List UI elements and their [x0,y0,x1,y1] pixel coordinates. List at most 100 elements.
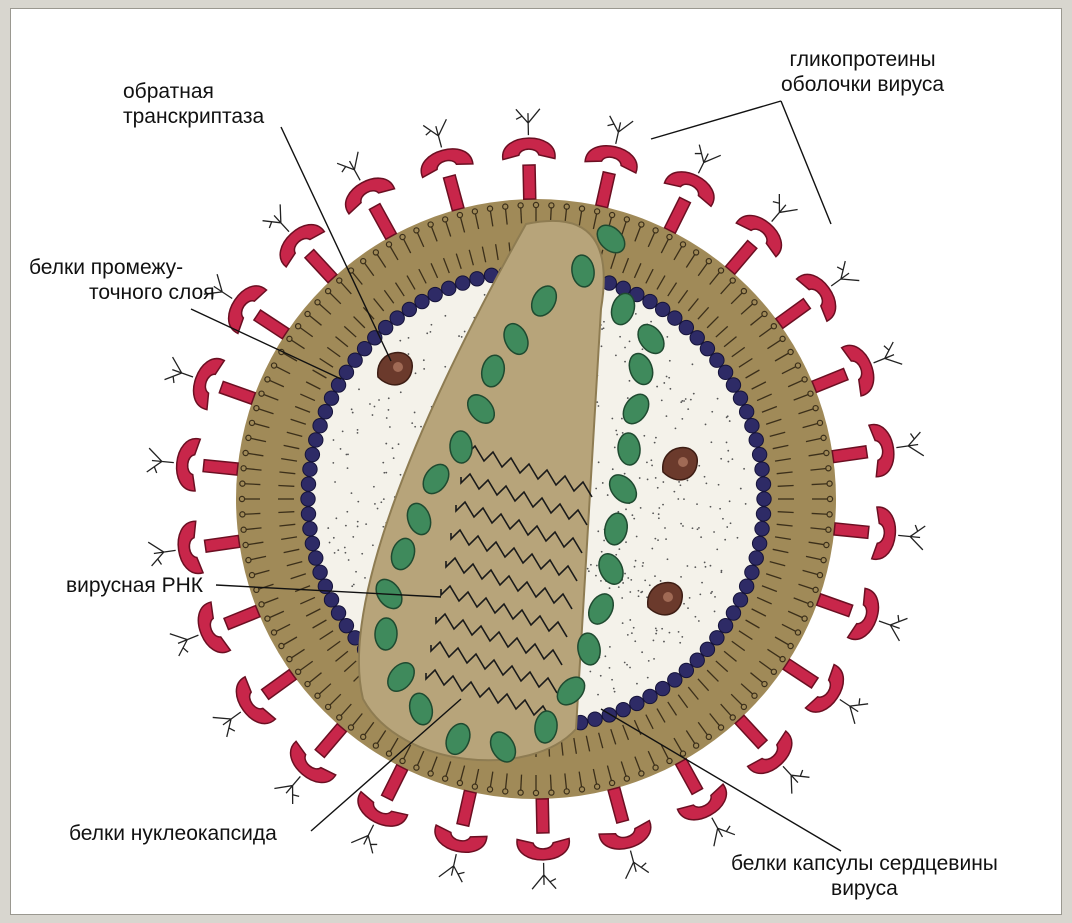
capsid-bead [749,433,763,447]
matrix-dot [704,562,706,564]
capsid-bead [752,447,766,461]
matrix-dot [681,418,683,420]
glycoprotein [145,434,240,495]
matrix-dot [358,388,360,390]
matrix-dot [629,341,631,343]
matrix-dot [484,294,486,296]
matrix-dot [385,472,387,474]
glycoprotein-head [848,588,885,644]
matrix-dot [334,481,336,483]
capsid-bead [630,696,644,710]
glycoprotein-stalk [834,523,869,538]
matrix-dot [673,491,675,493]
matrix-dot [629,619,631,621]
capsid-bead [602,708,616,722]
capsid-bead [305,447,319,461]
matrix-dot [398,443,400,445]
glycan-chain [895,432,924,459]
matrix-dot [726,442,728,444]
matrix-dot [682,525,684,527]
glycoprotein-stalk [219,381,255,404]
glycan-chain [423,119,453,150]
matrix-dot [598,405,600,407]
glycoprotein-stalk [783,659,818,688]
matrix-dot [675,428,677,430]
glycoprotein-head [339,170,395,214]
matrix-dot [348,559,350,561]
matrix-dot [657,539,659,541]
glycoprotein-stalk [444,175,464,211]
matrix-dot [458,335,460,337]
glycoprotein-head [431,825,487,857]
matrix-dot [344,547,346,549]
label-line: вируса [731,876,998,901]
glycoprotein-stalk [735,715,767,748]
matrix-dot [334,552,336,554]
capsid-bead [756,507,770,521]
matrix-dot [669,388,671,390]
glycoprotein-head [677,784,733,828]
leader-line [651,101,781,139]
glycan-chain [619,847,649,878]
matrix-dot [651,548,653,550]
matrix-dot [692,527,694,529]
glycoprotein-stalk [382,765,408,801]
leader-line [781,101,831,224]
matrix-dot [727,415,729,417]
matrix-dot [714,611,716,613]
matrix-dot [374,503,376,505]
matrix-dot [461,336,463,338]
matrix-dot [710,441,712,443]
capsid-bead [733,391,747,405]
matrix-dot [414,426,416,428]
matrix-dot [602,482,604,484]
capsid-bead [668,311,682,325]
capsid-bead [331,378,345,392]
matrix-dot [351,408,353,410]
capsid-bead [339,618,353,632]
matrix-dot [640,592,642,594]
matrix-dot [347,453,349,455]
matrix-dot [635,313,637,315]
matrix-dot [430,331,432,333]
matrix-dot [658,517,660,519]
glycoprotein-stalk [254,310,289,339]
matrix-dot [631,632,633,634]
glycoprotein [165,587,268,669]
enzyme-highlight [663,592,673,602]
capsid-bead [710,353,724,367]
matrix-dot [346,454,348,456]
matrix-dot [627,634,629,636]
glycan-chain [516,109,541,135]
matrix-dot [333,439,335,441]
label-line: гликопротеины [781,47,944,72]
matrix-dot [639,477,641,479]
glycoprotein-stalk [204,535,239,552]
matrix-dot [414,412,416,414]
capsid-bead [428,287,442,301]
capsid-bead [700,642,714,656]
matrix-dot [664,527,666,529]
label-nucleocapsid-proteins: белки нуклеокапсида [69,821,277,846]
matrix-dot [372,414,374,416]
glycoprotein [502,109,556,200]
glycoprotein-head [664,164,720,206]
matrix-dot [642,562,644,564]
matrix-dot [662,504,664,506]
matrix-dot [380,501,382,503]
label-line: обратная [123,79,264,104]
matrix-dot [654,442,656,444]
label-line: оболочки вируса [781,72,944,97]
matrix-dot [654,575,656,577]
matrix-dot [642,348,644,350]
capsid-bead [357,341,371,355]
matrix-dot [587,568,589,570]
matrix-dot [374,406,376,408]
matrix-dot [680,484,682,486]
matrix-dot [730,522,732,524]
glycoprotein-stalk [812,369,848,393]
matrix-dot [589,671,591,673]
matrix-dot [595,575,597,577]
glycan-chain [439,852,468,883]
matrix-dot [388,409,390,411]
